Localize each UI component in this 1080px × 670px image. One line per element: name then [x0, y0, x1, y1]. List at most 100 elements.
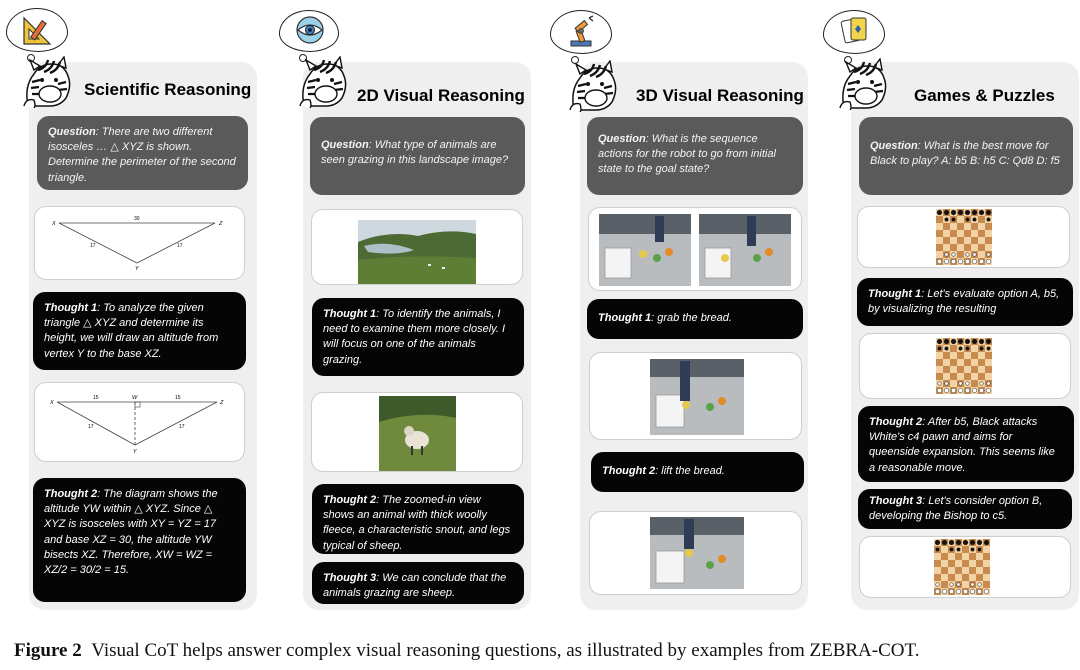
- thought-card: Thought 3: We can conclude that the anim…: [312, 562, 524, 604]
- chess-piece: [964, 258, 971, 265]
- chess-piece: [944, 381, 949, 386]
- chess-square: [985, 366, 992, 373]
- question-text: : There are two different isosceles … △ …: [48, 126, 236, 184]
- chess-piece: [934, 588, 941, 595]
- chess-square: [964, 373, 971, 380]
- chess-square: [983, 553, 990, 560]
- chess-square: [976, 567, 983, 574]
- chess-piece: [971, 338, 978, 345]
- chess-square: [985, 352, 992, 359]
- chess-piece: [955, 539, 962, 546]
- chess-piece: [969, 539, 976, 546]
- right-half-label: 15: [175, 395, 181, 401]
- chess-square: [941, 546, 948, 553]
- chess-piece: [949, 582, 954, 587]
- chess-square: [962, 553, 969, 560]
- thought-text: : Let's consider option B, developing th…: [869, 495, 1043, 523]
- chess-square: [943, 244, 950, 251]
- chess-piece: [943, 387, 950, 394]
- base-length-label: 30: [134, 216, 140, 222]
- thought-label: Thought 1: [323, 308, 377, 320]
- chess-square: [964, 366, 971, 373]
- chess-square: [941, 581, 948, 588]
- thought-card: Thought 1: Let's evaluate option A, b5, …: [857, 278, 1073, 326]
- chess-piece: [956, 582, 961, 587]
- zebra-mascot-icon: [569, 60, 617, 112]
- chess-square: [934, 567, 941, 574]
- chess-square: [971, 244, 978, 251]
- chess-piece: [943, 258, 950, 265]
- column-title: 2D Visual Reasoning: [357, 86, 525, 105]
- chess-piece: [978, 338, 985, 345]
- vertex-y-label: Y: [135, 266, 139, 272]
- chess-square: [962, 560, 969, 567]
- zebra-mascot-icon: [299, 56, 347, 108]
- robot-arm-icon: [570, 15, 594, 47]
- chess-square: [943, 352, 950, 359]
- chess-square: [969, 560, 976, 567]
- thought-card: Thought 1: To identify the animals, I ne…: [312, 298, 524, 376]
- vertex-z-label: Z: [218, 221, 223, 227]
- chess-square: [950, 244, 957, 251]
- left-side-label: 17: [88, 424, 94, 430]
- question-text: : What type of animals are seen grazing …: [321, 139, 509, 167]
- chess-square: [978, 216, 985, 223]
- thought-text: : To analyze the given triangle △ XYZ an…: [44, 302, 219, 360]
- chess-piece: [964, 338, 971, 345]
- chess-piece: [957, 387, 964, 394]
- chess-square: [957, 244, 964, 251]
- chess-piece: [986, 252, 991, 257]
- column-title: Scientific Reasoning: [84, 80, 252, 99]
- chess-square: [957, 366, 964, 373]
- chess-square: [936, 216, 943, 223]
- thought-card: Thought 2: The zoomed-in view shows an a…: [312, 484, 524, 554]
- chess-square: [985, 373, 992, 380]
- chess-square: [957, 352, 964, 359]
- chess-square: [957, 223, 964, 230]
- chess-square: [964, 230, 971, 237]
- chess-square: [943, 223, 950, 230]
- chess-square: [971, 237, 978, 244]
- zoomed-sheep-photo-card: [311, 392, 523, 472]
- chess-square: [971, 345, 978, 352]
- chess-piece: [958, 346, 963, 351]
- chess-square: [936, 237, 943, 244]
- chessboard-card: [857, 206, 1070, 268]
- chess-square: [950, 352, 957, 359]
- chess-square: [950, 237, 957, 244]
- chess-square: [971, 366, 978, 373]
- thought-label: Thought 1: [868, 288, 922, 300]
- chess-square: [936, 251, 943, 258]
- chess-piece: [944, 217, 949, 222]
- chess-square: [941, 567, 948, 574]
- chess-square: [950, 345, 957, 352]
- chess-square: [978, 237, 985, 244]
- chess-piece: [970, 582, 975, 587]
- vertex-x-label: X: [51, 221, 56, 227]
- chess-square: [964, 359, 971, 366]
- chess-square: [955, 567, 962, 574]
- chess-piece: [934, 539, 941, 546]
- chess-piece: [948, 588, 955, 595]
- thought-label: Thought 2: [602, 465, 656, 477]
- chess-square: [978, 230, 985, 237]
- chess-square: [941, 574, 948, 581]
- chess-square: [962, 546, 969, 553]
- chess-piece: [971, 209, 978, 216]
- caption-dash: -C: [871, 640, 891, 661]
- question-label: Question: [870, 140, 918, 152]
- chess-square: [971, 230, 978, 237]
- thought-text: : grab the bread.: [651, 312, 732, 324]
- chess-piece: [965, 346, 970, 351]
- chess-square: [985, 223, 992, 230]
- chess-square: [976, 574, 983, 581]
- chess-square: [943, 366, 950, 373]
- chess-piece: [976, 539, 983, 546]
- caption-smallcaps: O: [890, 640, 905, 661]
- chess-square: [985, 230, 992, 237]
- set-square-ruler-icon: [23, 16, 52, 45]
- chess-square: [936, 366, 943, 373]
- chess-square: [943, 237, 950, 244]
- robot-lift-photo-card: [589, 511, 802, 595]
- robot-lift-photo: [650, 517, 744, 589]
